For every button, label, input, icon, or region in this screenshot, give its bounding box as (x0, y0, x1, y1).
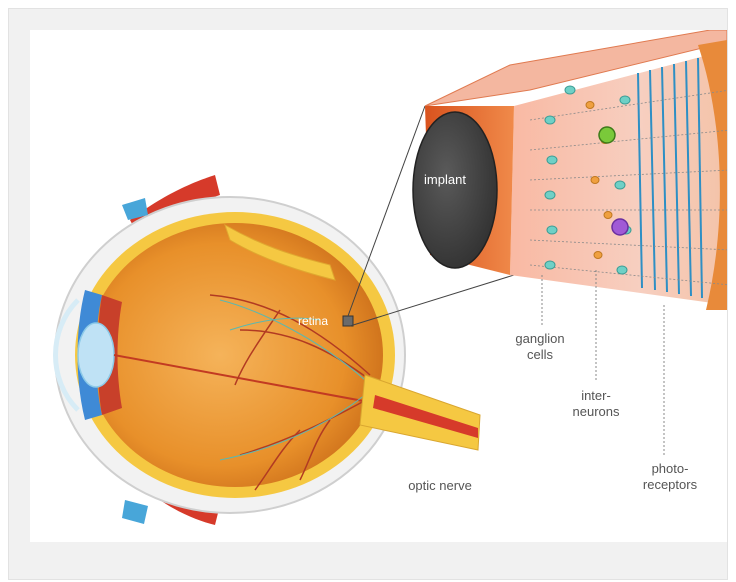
photoreceptor-label-line1: photo- (652, 461, 689, 476)
photoreceptor-label-line2: receptors (643, 477, 698, 492)
stimulated-cell-purple (612, 219, 628, 235)
image-frame: implant retina ganglion cells inter- neu… (8, 8, 728, 580)
eye-tab-bottom (122, 500, 148, 524)
vitreous-body (87, 223, 383, 487)
diagram-canvas: implant retina ganglion cells inter- neu… (30, 30, 727, 542)
ganglion-label-line2: cells (527, 347, 554, 362)
eyeball (55, 175, 405, 525)
eye-implant-diagram: implant retina ganglion cells inter- neu… (30, 30, 727, 542)
stimulated-cell-green (599, 127, 615, 143)
implant-label: implant (424, 172, 466, 187)
ganglion-label-line1: ganglion (515, 331, 564, 346)
optic-nerve-label: optic nerve (408, 478, 472, 493)
lens (78, 323, 114, 387)
retina-label: retina (298, 314, 328, 328)
interneuron-label-line1: inter- (581, 388, 611, 403)
interneuron-label-line2: neurons (573, 404, 620, 419)
retina-cross-section: implant (413, 30, 727, 310)
retina-marker (343, 316, 353, 326)
implant-disc (413, 112, 497, 268)
